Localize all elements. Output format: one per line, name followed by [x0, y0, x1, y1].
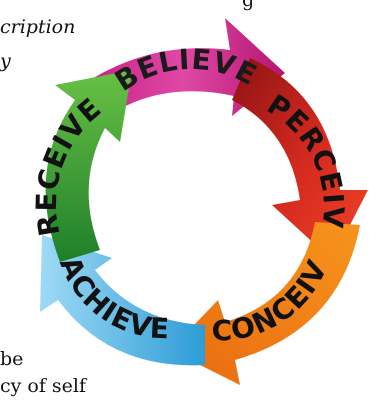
page-text-fragment-g: g — [242, 0, 255, 11]
page-text-fragment-cy-of-self: cy of self — [0, 375, 87, 397]
cycle-segment-perceive — [232, 58, 368, 260]
page-text-fragment-be: be — [0, 348, 24, 370]
cycle-segment-achieve — [40, 235, 205, 366]
cycle-segment-conceive — [170, 222, 360, 385]
page-text-fragment-y: y — [0, 50, 11, 72]
page-text-fragment-cription: cription — [0, 16, 76, 38]
cycle-segment-believe — [82, 18, 285, 118]
cycle-segment-receive — [45, 70, 132, 262]
